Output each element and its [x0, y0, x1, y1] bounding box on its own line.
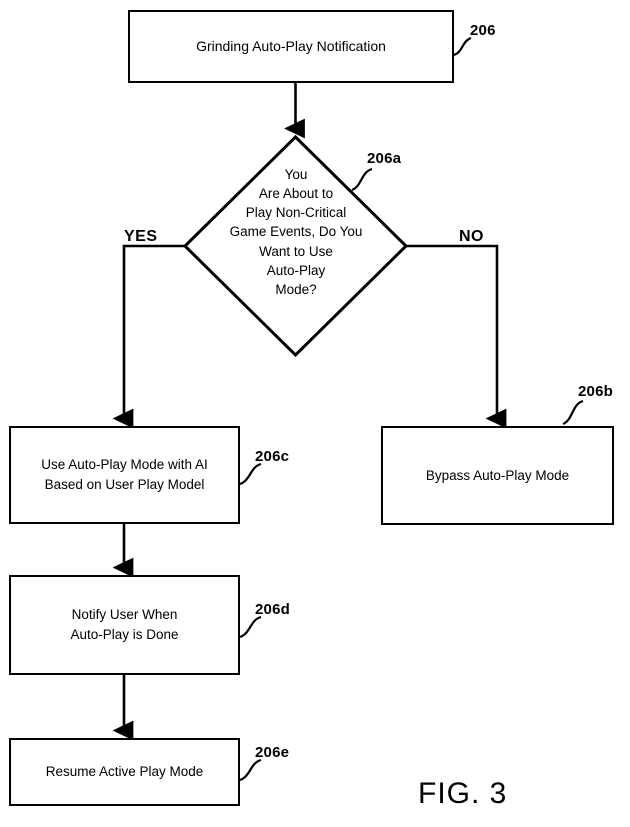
- branch-label-yes: YES: [124, 228, 158, 245]
- reference-numeral-206: 206: [470, 22, 496, 39]
- leader-line-206: [453, 36, 472, 57]
- reference-numeral-206d: 206d: [255, 601, 290, 618]
- reference-numeral-206b: 206b: [578, 383, 613, 400]
- process-box-resume-active-play-mode: Resume Active Play Mode: [9, 738, 240, 806]
- connector-yes-branch: [112, 244, 185, 429]
- leader-line-206c: [239, 462, 262, 486]
- branch-label-no: NO: [459, 228, 484, 245]
- reference-numeral-206c: 206c: [255, 448, 290, 465]
- process-box-bypass-auto-play-mode: Bypass Auto-Play Mode: [381, 426, 614, 525]
- leader-line-206b: [562, 399, 584, 426]
- leader-line-206e: [239, 758, 262, 782]
- leader-line-206a: [351, 167, 373, 192]
- reference-numeral-206a: 206a: [367, 150, 402, 167]
- process-box-notify-user: Notify User When Auto-Play is Done: [9, 575, 240, 675]
- figure-caption: FIG. 3: [418, 777, 508, 810]
- connector-no-branch: [406, 244, 507, 429]
- decision-diamond: [182, 134, 409, 358]
- process-box-grinding-auto-play-notification: Grinding Auto-Play Notification: [128, 10, 454, 83]
- leader-line-206d: [239, 615, 262, 639]
- process-box-use-auto-play-mode: Use Auto-Play Mode with AI Based on User…: [9, 426, 240, 524]
- reference-numeral-206e: 206e: [255, 744, 290, 761]
